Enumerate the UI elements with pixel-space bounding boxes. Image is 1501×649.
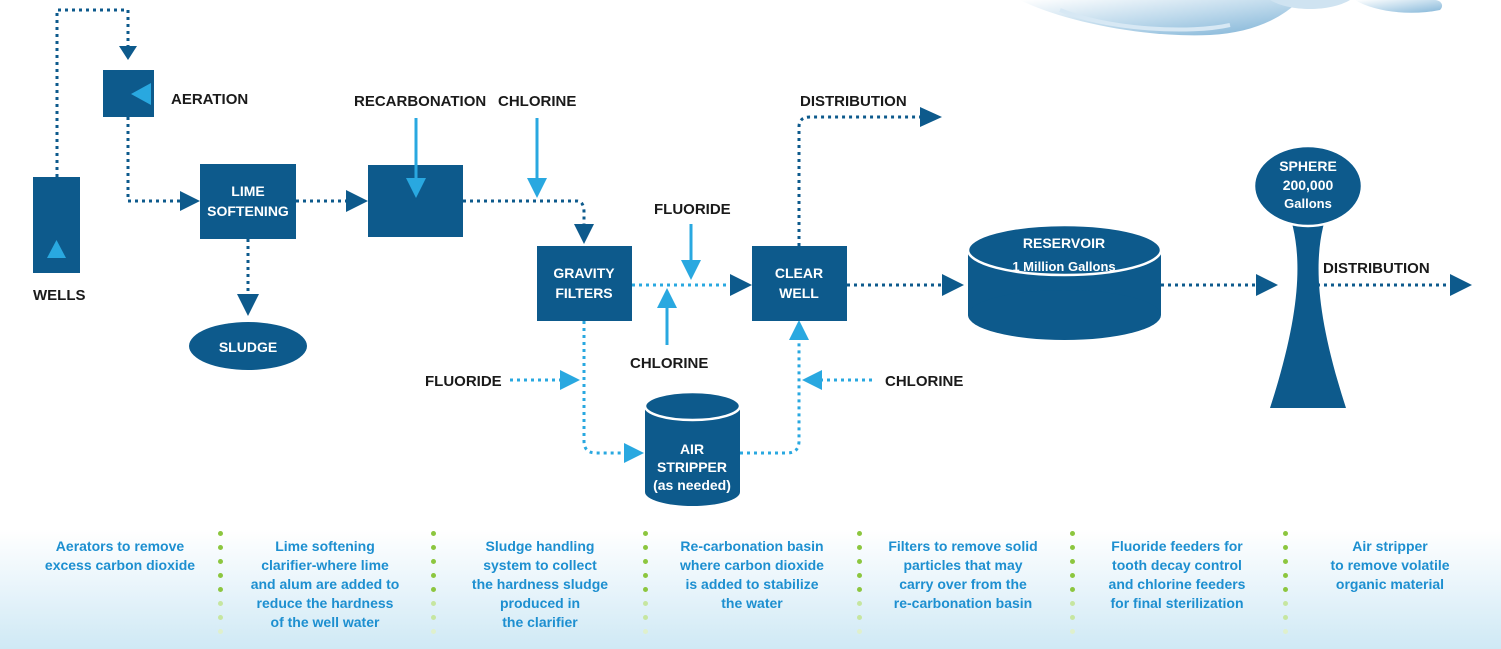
fluoride-top-label: FLUORIDE (654, 201, 731, 218)
chlorine-mid-label: CHLORINE (630, 355, 708, 372)
aeration-triangle-icon (131, 83, 151, 105)
flow-clearwell-to-distribution-top (797, 115, 920, 246)
reservoir-label-line1: RESERVOIR (1023, 235, 1105, 251)
air-stripper-label-line3: (as needed) (653, 477, 731, 493)
sphere-water-tower (1252, 144, 1364, 408)
reservoir-cylinder (966, 223, 1163, 340)
arrow-into-lime-icon (180, 191, 200, 211)
air-stripper-label-line2: STRIPPER (657, 459, 727, 475)
arrow-into-stripper-icon (624, 443, 644, 463)
dots-separator (857, 531, 863, 649)
flow-filters-to-stripper (582, 321, 628, 455)
sludge-label: SLUDGE (219, 339, 277, 355)
arrow-into-aeration-icon (119, 46, 137, 60)
clear-well-label-line1: CLEAR (775, 265, 823, 281)
arrow-into-sludge-icon (237, 294, 259, 316)
gravity-filters-label-line1: GRAVITY (553, 265, 615, 281)
air-stripper-cylinder (643, 390, 742, 506)
dots-separator (643, 531, 649, 649)
desc-recarbonation: Re-carbonation basin where carbon dioxid… (680, 538, 824, 611)
wells-label: WELLS (33, 287, 86, 304)
dots-separator (1283, 531, 1289, 649)
desc-filters: Filters to remove solid particles that m… (888, 538, 1038, 611)
recarbonation-feed-arrow-icon (406, 178, 426, 198)
fluoride-left-label: FLUORIDE (425, 373, 502, 390)
chlorine-top-feed-arrow-icon (527, 178, 547, 198)
distribution-top-label: DISTRIBUTION (800, 93, 907, 110)
fluoride-top-feed-arrow-icon (681, 260, 701, 280)
sphere-label-line3: Gallons (1284, 196, 1332, 211)
lime-softening-box (200, 164, 296, 239)
desc-air-stripper: Air stripper to remove volatile organic … (1330, 538, 1450, 592)
arrow-into-recarbonation-icon (346, 190, 368, 212)
lime-softening-label-line2: SOFTENING (207, 203, 289, 219)
recarbonation-label: RECARBONATION (354, 93, 486, 110)
distribution-right-label: DISTRIBUTION (1323, 260, 1430, 277)
water-swirl-decoration (1020, 0, 1443, 36)
arrow-into-filters-icon (574, 224, 594, 244)
flow-stripper-to-clearwell (740, 338, 801, 455)
gravity-filters-label-line2: FILTERS (555, 285, 612, 301)
aeration-label: AERATION (171, 91, 248, 108)
flow-recarbonation-to-filters (463, 199, 586, 225)
wells-triangle-icon (47, 240, 66, 258)
arrow-into-sphere-icon (1256, 274, 1278, 296)
chlorine-top-label: CHLORINE (498, 93, 576, 110)
reservoir-label-line2: 1 Million Gallons (1012, 259, 1115, 274)
dots-separator (431, 531, 437, 649)
sphere-label-line2: 200,000 (1283, 177, 1334, 193)
clear-well-box (752, 246, 847, 321)
distribution-top-arrow-icon (920, 107, 942, 127)
arrow-up-into-clearwell-icon (789, 320, 809, 340)
fluoride-left-feed-arrow-icon (560, 370, 580, 390)
lime-softening-label-line1: LIME (231, 183, 264, 199)
gravity-filters-box (537, 246, 632, 321)
flow-aeration-to-lime (126, 117, 184, 203)
clear-well-label-line2: WELL (779, 285, 819, 301)
chlorine-right-label: CHLORINE (885, 373, 963, 390)
desc-sludge-handling: Sludge handling system to collect the ha… (471, 538, 609, 630)
distribution-right-arrow-icon (1450, 274, 1472, 296)
air-stripper-label-line1: AIR (680, 441, 704, 457)
arrow-into-reservoir-icon (942, 274, 964, 296)
dots-separator (1070, 531, 1076, 649)
sphere-label-line1: SPHERE (1279, 158, 1337, 174)
chlorine-right-feed-arrow-icon (802, 370, 822, 390)
arrow-into-clearwell-icon (730, 274, 752, 296)
chlorine-mid-feed-arrow-icon (657, 288, 677, 308)
sludge-ellipse (189, 322, 307, 370)
desc-lime-softening: Lime softening clarifier-where lime and … (250, 538, 400, 630)
flow-diagram: WELLS AERATION LIME SOFTENING SLUDGE REC… (33, 8, 1472, 506)
wells-box (33, 177, 80, 273)
desc-aerators: Aerators to remove excess carbon dioxide (44, 538, 196, 573)
footer-band (0, 530, 1501, 649)
dots-separator (218, 531, 224, 649)
desc-fluoride-chlorine: Fluoride feeders for tooth decay control… (1108, 538, 1246, 611)
